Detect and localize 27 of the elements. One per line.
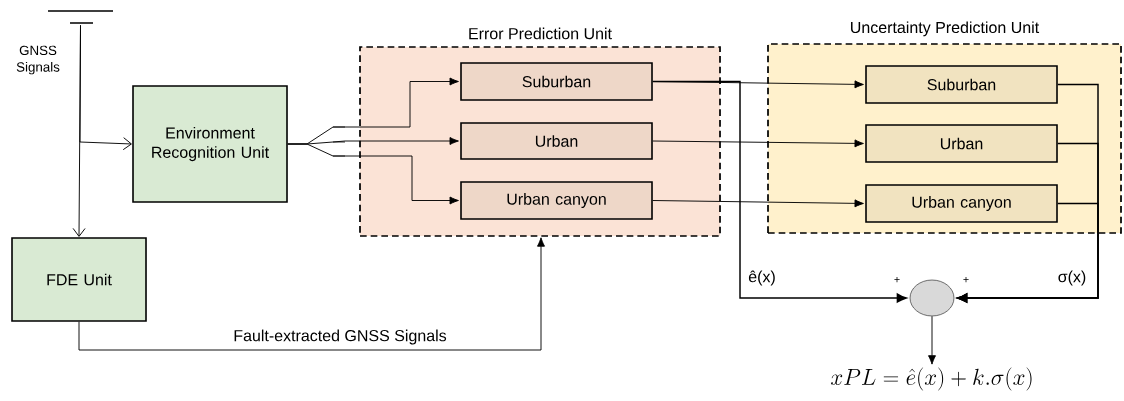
edge-label: Fault-extracted GNSS Signals <box>234 329 447 345</box>
arrow <box>652 80 907 303</box>
process-box: Environment Recognition Unit <box>132 85 288 203</box>
summing-junction <box>909 279 955 317</box>
process-box: Urban canyon <box>865 184 1058 223</box>
arrow <box>957 202 1099 303</box>
process-box: FDE Unit <box>11 237 147 322</box>
process-box: Urban <box>460 122 653 160</box>
group-title: Uncertainty Prediction Unit <box>851 21 1040 37</box>
process-box: Urban <box>865 124 1058 163</box>
signal-label: GNSS Signals <box>16 45 60 75</box>
arrow <box>652 199 864 208</box>
group-title: Error Prediction Unit <box>469 27 612 40</box>
process-box: Suburban <box>460 62 653 101</box>
process-box: Suburban <box>865 65 1058 104</box>
sign-label: + <box>963 276 969 283</box>
process-box: Urban canyon <box>460 181 653 220</box>
arrow <box>652 139 864 148</box>
edge-label: σ(x) <box>1058 270 1086 286</box>
arrow <box>72 24 86 237</box>
output-formula: $xPL = \hat{e}(x) + k.\sigma(x)$ <box>831 367 1032 391</box>
arrow <box>287 143 459 205</box>
arrow <box>928 315 936 365</box>
edge-label: ê(x) <box>748 270 775 286</box>
arrow <box>78 237 545 351</box>
antenna-drawing <box>47 10 114 24</box>
sign-label: + <box>894 276 900 283</box>
